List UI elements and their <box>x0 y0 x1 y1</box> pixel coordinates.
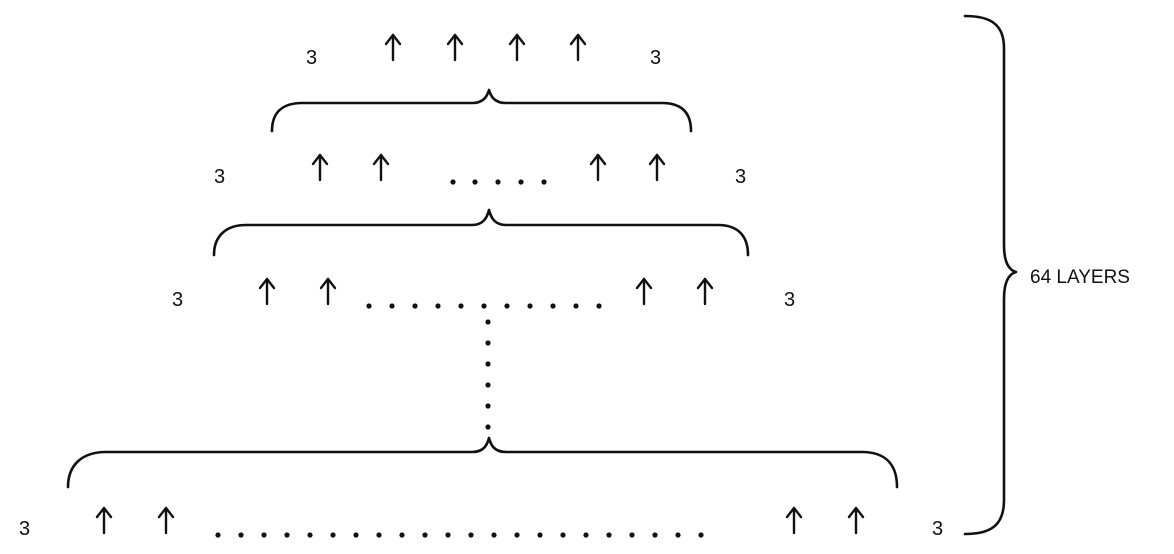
vertical-ellipsis-dots <box>485 319 491 430</box>
ellipsis-dots <box>366 303 602 309</box>
up-arrow-icon <box>157 506 175 535</box>
up-arrow-icon <box>785 506 803 535</box>
layer-count-label: 64 LAYERS <box>1030 267 1130 288</box>
row-4-right-number: 3 <box>932 518 943 540</box>
row-1-left-number: 3 <box>306 47 317 69</box>
up-arrow-icon <box>508 33 526 62</box>
row-2: 3 3 <box>214 153 746 188</box>
row-4: 3 3 <box>19 506 943 540</box>
grouping-brace <box>66 436 899 489</box>
up-arrow-icon <box>311 153 329 182</box>
ellipsis-dots <box>215 532 704 538</box>
row-1-right-number: 3 <box>650 47 661 69</box>
up-arrow-icon <box>446 33 464 62</box>
row-3-right-number: 3 <box>784 289 795 311</box>
up-arrow-icon <box>372 153 390 182</box>
row-2-left-number: 3 <box>214 166 225 188</box>
up-arrow-icon <box>384 33 402 62</box>
row-3: 3 3 <box>172 277 795 311</box>
up-arrow-icon <box>95 506 113 535</box>
up-arrow-icon <box>589 153 607 182</box>
row-1: 3 3 <box>306 33 661 69</box>
row-3-left-number: 3 <box>172 289 183 311</box>
up-arrow-icon <box>847 506 865 535</box>
up-arrow-icon <box>258 277 276 306</box>
row-2-right-number: 3 <box>735 166 746 188</box>
row-4-left-number: 3 <box>19 518 30 540</box>
grouping-brace <box>270 88 693 133</box>
up-arrow-icon <box>319 277 337 306</box>
up-arrow-icon <box>648 153 666 182</box>
up-arrow-icon <box>635 277 653 306</box>
ellipsis-dots <box>450 179 547 185</box>
up-arrow-icon <box>569 33 587 62</box>
layers-span-brace <box>963 14 1018 536</box>
up-arrow-icon <box>696 277 714 306</box>
grouping-brace <box>212 208 750 257</box>
